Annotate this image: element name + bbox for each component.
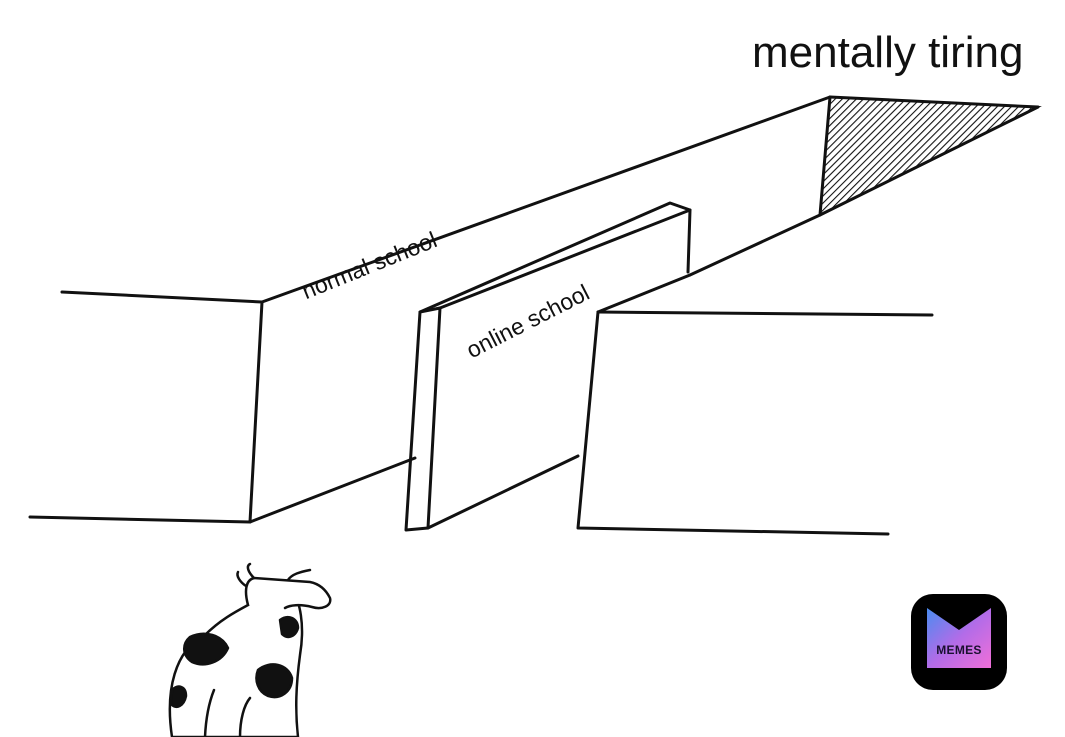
- right-wall: [596, 310, 934, 317]
- memes-app-icon: MEMES: [911, 594, 1007, 690]
- shaded-far-end: [818, 95, 1042, 217]
- left-wall: [28, 290, 264, 524]
- caption-mentally-tiring: mentally tiring: [752, 28, 1024, 77]
- cow-illustration: [168, 562, 332, 737]
- middle-wall: [404, 306, 442, 532]
- memes-logo-text: MEMES: [936, 643, 982, 657]
